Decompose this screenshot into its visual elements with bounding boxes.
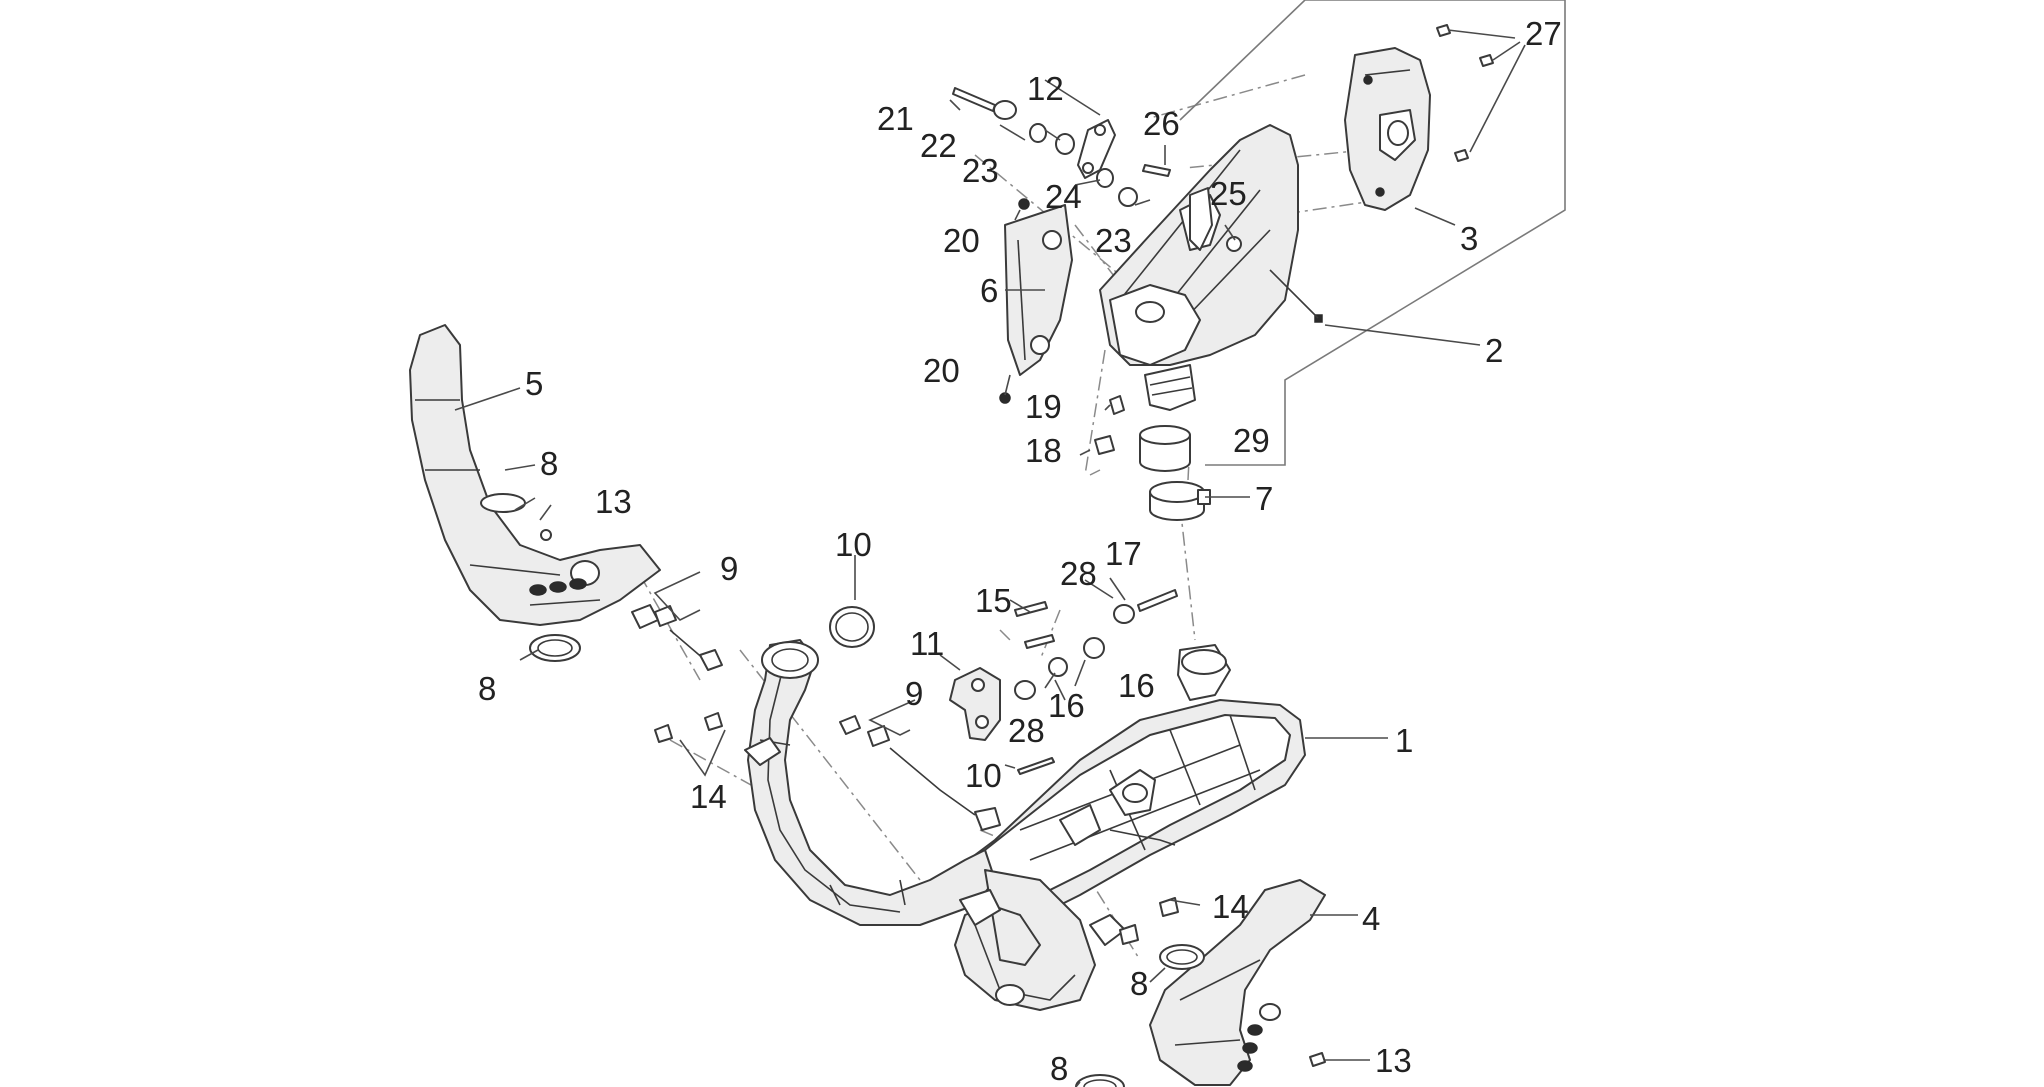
callout-13-left: 13 <box>595 483 632 520</box>
callout-27: 27 <box>1525 15 1562 52</box>
callout-16-left: 16 <box>1048 687 1085 724</box>
callout-6: 6 <box>980 272 998 309</box>
header-pipe-left <box>744 639 996 926</box>
callout-21: 21 <box>877 100 914 137</box>
callout-17: 17 <box>1105 535 1142 572</box>
callout-15: 15 <box>975 582 1012 619</box>
callout-19: 19 <box>1025 388 1062 425</box>
heat-shield-right <box>1149 879 1326 1086</box>
callout-25: 25 <box>1210 175 1247 212</box>
callout-22: 22 <box>920 127 957 164</box>
callout-3: 3 <box>1460 220 1478 257</box>
callout-26: 26 <box>1143 105 1180 142</box>
callout-11: 11 <box>910 625 944 662</box>
callout-4: 4 <box>1362 900 1380 937</box>
callout-8-middle: 8 <box>1130 965 1148 1002</box>
header-pipe-rear <box>954 869 1126 1011</box>
callout-2: 2 <box>1485 332 1503 369</box>
gasket-ring <box>829 606 875 648</box>
callout-24: 24 <box>1045 178 1082 215</box>
callout-14-left: 14 <box>690 778 727 815</box>
mount-bracket <box>949 667 1001 741</box>
heat-shield-left <box>409 324 661 626</box>
band-clamps <box>480 493 1205 1087</box>
callout-9-left: 9 <box>720 550 738 587</box>
silencer-end-cap <box>1344 24 1494 211</box>
callout-16-right: 16 <box>1118 667 1155 704</box>
callout-13-right: 13 <box>1375 1042 1412 1079</box>
callout-28-lower: 28 <box>1008 712 1045 749</box>
callout-14-right: 14 <box>1212 888 1249 925</box>
lambda-sensor-left <box>631 604 723 671</box>
callout-28-upper: 28 <box>1060 555 1097 592</box>
callout-9-right: 9 <box>905 675 923 712</box>
callout-23-left: 23 <box>962 152 999 189</box>
callout-8-upper: 8 <box>540 445 558 482</box>
gasket-strip <box>1017 757 1055 775</box>
callout-10-upper: 10 <box>835 526 872 563</box>
callout-20-upper: 20 <box>943 222 980 259</box>
callout-10-lower: 10 <box>965 757 1002 794</box>
callout-5: 5 <box>525 365 543 402</box>
callout-20-lower: 20 <box>923 352 960 389</box>
silencer-group-frame <box>1179 0 1566 466</box>
callout-8-left: 8 <box>478 670 496 707</box>
callout-12: 12 <box>1027 70 1064 107</box>
hanger-bracket <box>1077 119 1213 251</box>
callout-18: 18 <box>1025 432 1062 469</box>
callout-7: 7 <box>1255 480 1273 517</box>
sleeve-gasket <box>1139 425 1191 472</box>
fasteners <box>540 87 1326 1067</box>
lambda-sensor-right <box>839 715 1001 831</box>
leader-lines <box>454 29 1526 1087</box>
callouts: 1 2 3 4 5 6 7 8 8 8 8 9 9 10 10 11 12 13… <box>478 15 1562 1087</box>
collector-box <box>974 644 1306 916</box>
callout-29: 29 <box>1233 422 1270 459</box>
callout-8-bottom: 8 <box>1050 1050 1068 1087</box>
silencer <box>1099 124 1323 411</box>
clamp-silencer <box>1149 481 1211 521</box>
callout-1: 1 <box>1395 722 1413 759</box>
callout-23-right: 23 <box>1095 222 1132 259</box>
